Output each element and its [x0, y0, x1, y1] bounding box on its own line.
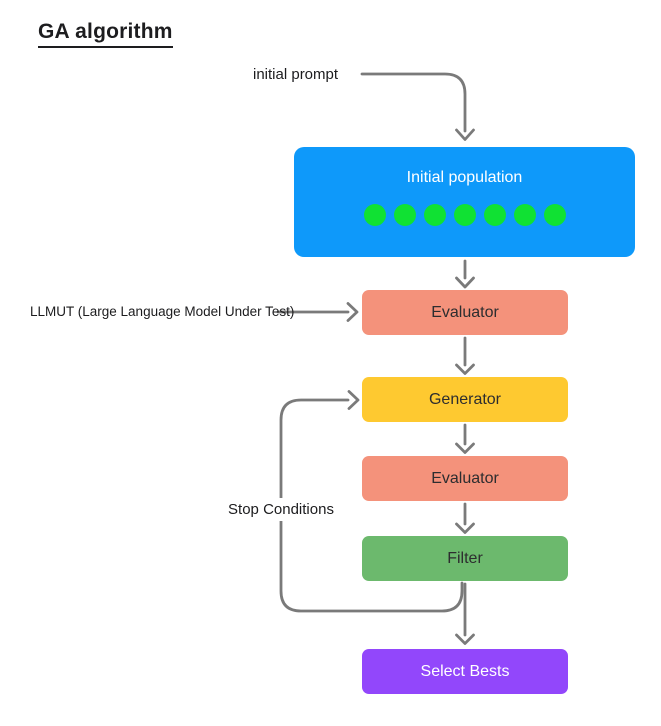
llmut-label: LLMUT (Large Language Model Under Test) — [30, 304, 295, 319]
arrowhead-filter-to-select — [455, 633, 475, 645]
node-filter: Filter — [362, 536, 568, 581]
population-dot — [453, 204, 476, 226]
node-evaluator-1: Evaluator — [362, 290, 568, 335]
population-dot — [423, 204, 446, 226]
node-select-bests-label: Select Bests — [420, 662, 510, 680]
arrowhead-population-to-evaluator — [455, 276, 475, 289]
node-evaluator-2-label: Evaluator — [431, 469, 499, 487]
arrow-lines — [276, 72, 475, 645]
arrowhead-evaluator-to-filter — [455, 522, 475, 534]
arrow-loop-stop-conditions — [279, 398, 464, 613]
arrowhead-generator-to-evaluator — [455, 442, 475, 454]
node-initial-population: Initial population — [294, 147, 635, 257]
arrowhead-evaluator-to-generator — [455, 363, 475, 375]
stop-conditions-label: Stop Conditions — [224, 498, 338, 521]
population-dot — [393, 204, 416, 226]
initial-prompt-label: initial prompt — [253, 66, 339, 83]
arrowhead-llmut — [346, 302, 359, 322]
node-select-bests: Select Bests — [362, 649, 568, 694]
node-generator: Generator — [362, 377, 568, 422]
population-dot — [363, 204, 386, 226]
node-filter-label: Filter — [447, 549, 483, 567]
node-generator-label: Generator — [428, 390, 502, 408]
population-dot — [483, 204, 506, 226]
population-dots — [363, 204, 566, 226]
node-evaluator-2: Evaluator — [362, 456, 568, 501]
population-dot — [543, 204, 566, 226]
population-dot — [513, 204, 536, 226]
arrowhead-initial-prompt — [455, 128, 475, 141]
arrow-initial-prompt — [360, 72, 467, 133]
arrowhead-loop-stop-conditions — [347, 390, 360, 410]
node-initial-population-label: Initial population — [406, 169, 523, 186]
node-evaluator-1-label: Evaluator — [431, 303, 499, 321]
page-title: GA algorithm — [38, 20, 173, 48]
